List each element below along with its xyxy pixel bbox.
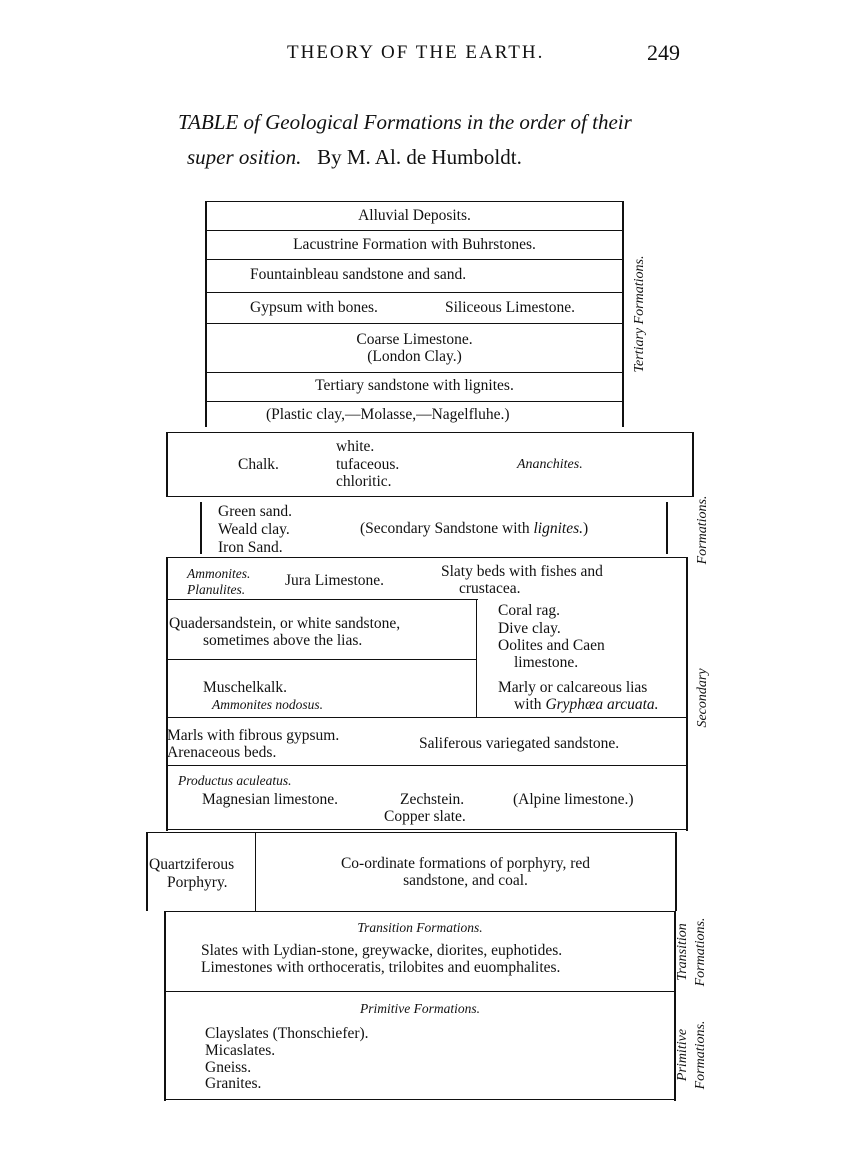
note-prefix: (Secondary Sandstone with: [360, 520, 534, 537]
coarse-limestone: Coarse Limestone.: [356, 331, 473, 348]
table-title: TABLE of Geological Formations in the or…: [178, 110, 632, 134]
oolites-limestone: limestone.: [514, 654, 579, 671]
secondary-formations-label-bottom: Secondary: [695, 668, 710, 728]
primitive-label-1: Primitive: [675, 1028, 690, 1082]
primitive-label-2: Formations.: [693, 1020, 708, 1090]
iron-sand: Iron Sand.: [218, 539, 283, 556]
fountainbleau-sandstone: Fountainbleau sandstone and sand.: [250, 266, 467, 283]
gryphaea-arcuata: Gryphæa arcuata.: [545, 696, 659, 713]
chalk: Chalk.: [238, 456, 279, 473]
running-title: THEORY OF THE EARTH.: [287, 42, 545, 63]
quadersandstein: Quadersandstein, or white sandstone,: [169, 615, 401, 632]
copper-slate: Copper slate.: [384, 808, 466, 825]
lias: Marly or calcareous lias: [498, 679, 648, 696]
lacustrine-formation: Lacustrine Formation with Buhrstones.: [293, 236, 536, 253]
page-number: 249: [647, 40, 680, 65]
table-subtitle: super osition. By M. Al. de Humboldt.: [187, 145, 522, 170]
coral-rag: Coral rag.: [498, 602, 560, 619]
tertiary-sandstone: Tertiary sandstone with lignites.: [315, 377, 514, 394]
granites: Granites.: [205, 1075, 262, 1092]
ammonites: Ammonites.: [187, 566, 251, 581]
siliceous-limestone: Siliceous Limestone.: [445, 299, 576, 316]
dive-clay: Dive clay.: [498, 620, 561, 637]
gypsum-with-bones: Gypsum with bones.: [250, 299, 378, 316]
green-sand: Green sand.: [218, 503, 293, 520]
plastic-clay: (Plastic clay,—Molasse,—Nagelfluhe.): [266, 406, 510, 423]
transition-label-2: Formations.: [693, 917, 708, 987]
porphyry: Porphyry.: [167, 874, 228, 891]
secondary-formations-label-top: Formations.: [695, 495, 710, 565]
quartziferous: Quartziferous: [149, 856, 235, 873]
alpine-limestone: (Alpine limestone.): [513, 791, 634, 808]
london-clay: (London Clay.): [367, 348, 462, 365]
transition-label-1: Transition: [675, 923, 690, 981]
arenaceous-beds: Arenaceous beds.: [167, 744, 277, 761]
lias-with: with: [514, 696, 546, 713]
gryphaea: with Gryphæa arcuata.: [514, 696, 659, 713]
clayslates: Clayslates (Thonschiefer).: [205, 1025, 369, 1042]
gneiss: Gneiss.: [205, 1059, 252, 1076]
magnesian-limestone: Magnesian limestone.: [202, 791, 339, 808]
alluvial-deposits: Alluvial Deposits.: [358, 207, 471, 224]
transition-limestones: Limestones with orthoceratis, trilobites…: [201, 959, 561, 976]
note-lignites: lignites.: [533, 520, 583, 537]
productus-aculeatus: Productus aculeatus.: [178, 773, 292, 788]
chalk-tufaceous: tufaceous.: [336, 456, 400, 473]
coordinate-formations-2: sandstone, and coal.: [403, 872, 528, 889]
oolites-caen: Oolites and Caen: [498, 637, 605, 654]
transition-slates: Slates with Lydian-stone, greywacke, dio…: [201, 942, 563, 959]
slaty-beds: Slaty beds with fishes and: [441, 563, 603, 580]
subtitle-author: By M. Al. de Humboldt.: [317, 145, 522, 169]
planulites: Planulites.: [187, 582, 246, 597]
secondary-sandstone-note: (Secondary Sandstone with lignites.): [360, 520, 588, 537]
transition-heading: Transition Formations.: [357, 920, 483, 935]
muschelkalk: Muschelkalk.: [203, 679, 287, 696]
jura-limestone: Jura Limestone.: [285, 572, 385, 589]
saliferous-sandstone: Saliferous variegated sandstone.: [419, 735, 620, 752]
subtitle-italic: super osition.: [187, 145, 302, 169]
primitive-heading: Primitive Formations.: [360, 1001, 480, 1016]
tertiary-formations-label: Tertiary Formations.: [632, 255, 647, 373]
micaslates: Micaslates.: [205, 1042, 276, 1059]
ammonites-nodosus: Ammonites nodosus.: [212, 697, 323, 712]
weald-clay: Weald clay.: [218, 521, 290, 538]
crustacea: crustacea.: [459, 580, 521, 597]
note-suffix: ): [583, 520, 589, 537]
marls-fibrous-gypsum: Marls with fibrous gypsum.: [167, 727, 340, 744]
quadersandstein-note: sometimes above the lias.: [203, 632, 363, 649]
chalk-chloritic: chloritic.: [336, 473, 392, 490]
coordinate-formations: Co-ordinate formations of porphyry, red: [340, 855, 591, 872]
zechstein: Zechstein.: [400, 791, 465, 808]
ananchites: Ananchites.: [517, 457, 583, 472]
chalk-white: white.: [336, 438, 375, 455]
